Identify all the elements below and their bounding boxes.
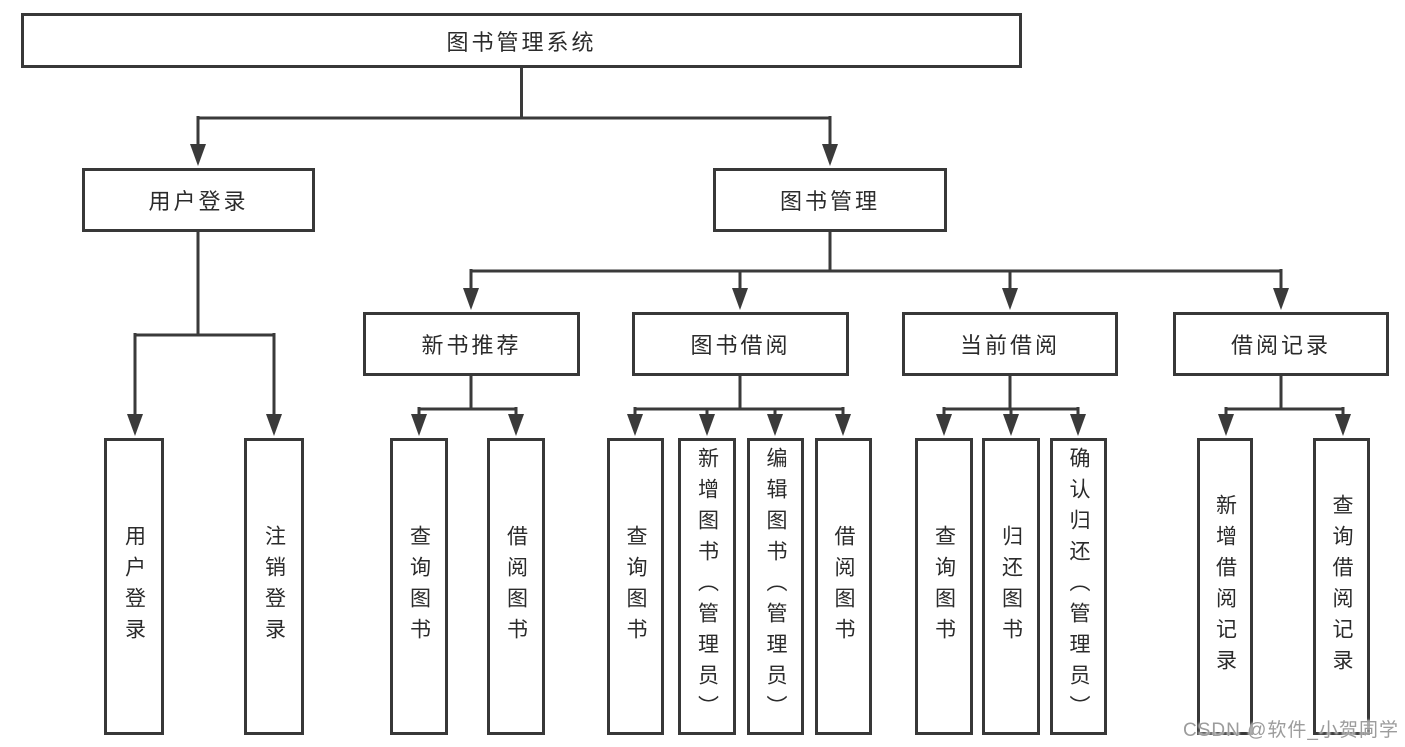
connector-root-to-level2 <box>196 68 832 150</box>
leaf-label: 借阅图书 <box>832 524 855 649</box>
leaf-label: 查询图书 <box>624 524 647 649</box>
arrowhead <box>699 414 715 436</box>
leaf-query-books-borrow: 查询图书 <box>607 438 664 735</box>
arrowhead <box>508 414 524 436</box>
leaf-confirm-return-admin: 确认归还（管理员） <box>1050 438 1107 735</box>
arrowhead <box>732 288 748 310</box>
arrowheads <box>127 144 1351 436</box>
connector-bookmgmt-to-level3 <box>469 232 1283 292</box>
connector-bookborrow-to-leaves <box>633 376 845 418</box>
leaf-logout: 注销登录 <box>244 438 304 735</box>
arrowhead <box>1070 414 1086 436</box>
leaf-label: 查询图书 <box>932 524 956 649</box>
leaf-edit-book-admin: 编辑图书（管理员） <box>747 438 804 735</box>
arrowhead <box>936 414 952 436</box>
arrowhead <box>190 144 206 166</box>
leaf-label: 新增图书（管理员） <box>695 447 719 726</box>
arrowhead <box>127 414 143 436</box>
node-label: 图书借阅 <box>690 333 791 358</box>
arrowhead <box>463 288 479 310</box>
arrowhead <box>1218 414 1234 436</box>
leaf-query-borrow-record: 查询借阅记录 <box>1313 438 1370 735</box>
leaf-query-books-recommend: 查询图书 <box>390 438 448 735</box>
node-borrow-records: 借阅记录 <box>1173 312 1389 376</box>
leaf-borrow-books: 借阅图书 <box>815 438 872 735</box>
node-label: 新书推荐 <box>421 333 522 358</box>
arrowhead <box>1003 414 1019 436</box>
leaf-label: 编辑图书（管理员） <box>764 447 787 726</box>
node-label: 图书管理系统 <box>446 29 597 55</box>
leaf-add-borrow-record: 新增借阅记录 <box>1197 438 1253 735</box>
node-new-book-recommend: 新书推荐 <box>363 312 580 376</box>
arrowhead <box>767 414 783 436</box>
leaf-return-book: 归还图书 <box>982 438 1040 735</box>
leaf-user-login: 用户登录 <box>104 438 164 735</box>
leaf-borrow-books-recommend: 借阅图书 <box>487 438 545 735</box>
node-library-management-system: 图书管理系统 <box>21 13 1022 68</box>
leaf-label: 用户登录 <box>122 524 146 649</box>
arrowhead <box>266 414 282 436</box>
leaf-add-book-admin: 新增图书（管理员） <box>678 438 736 735</box>
arrowhead <box>627 414 643 436</box>
leaf-label: 查询图书 <box>407 524 431 649</box>
node-label: 用户登录 <box>148 189 249 214</box>
connector-currentborrow-to-leaves <box>942 376 1080 418</box>
leaf-label: 查询借阅记录 <box>1330 493 1353 680</box>
node-user-login: 用户登录 <box>82 168 315 232</box>
arrowhead <box>411 414 427 436</box>
leaf-query-books-current: 查询图书 <box>915 438 973 735</box>
arrowhead <box>1273 288 1289 310</box>
leaf-label: 确认归还（管理员） <box>1067 447 1090 726</box>
node-book-borrow: 图书借阅 <box>632 312 849 376</box>
connector-newbook-to-leaves <box>417 376 518 418</box>
arrowhead <box>1335 414 1351 436</box>
leaf-label: 借阅图书 <box>504 524 528 649</box>
arrowhead <box>822 144 838 166</box>
connector-userlogin-to-leaves <box>133 232 276 418</box>
arrowhead <box>1002 288 1018 310</box>
connector-records-to-leaves <box>1224 376 1345 418</box>
node-label: 当前借阅 <box>959 333 1060 358</box>
leaf-label: 归还图书 <box>999 524 1023 649</box>
arrowhead <box>835 414 851 436</box>
leaf-label: 注销登录 <box>262 524 286 649</box>
node-book-management: 图书管理 <box>713 168 947 232</box>
node-current-borrow: 当前借阅 <box>902 312 1118 376</box>
node-label: 借阅记录 <box>1230 333 1331 358</box>
node-label: 图书管理 <box>779 189 880 214</box>
watermark-text: CSDN @软件_小贺同学 <box>1183 720 1399 741</box>
leaf-label: 新增借阅记录 <box>1213 493 1237 680</box>
